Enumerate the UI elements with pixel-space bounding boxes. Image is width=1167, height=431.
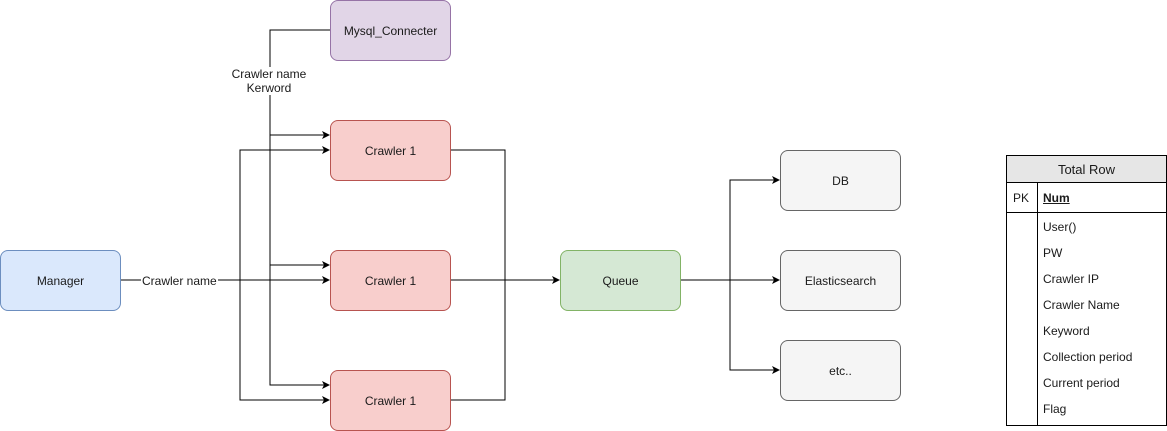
elasticsearch-node[interactable]: Elasticsearch (780, 250, 901, 311)
table-field: Crawler IP (1043, 272, 1100, 286)
edge-queue-to-etc (729, 280, 780, 374)
table-field: User() (1043, 220, 1077, 234)
table-field: Collection period (1043, 350, 1133, 364)
edge-manager-to-crawler-1 (239, 146, 330, 280)
db-node[interactable]: DB (780, 150, 901, 211)
edge-label-crawler-name: Crawler name (231, 67, 307, 81)
etc-node[interactable]: etc.. (780, 340, 901, 401)
edge-manager-to-crawler-3 (239, 280, 330, 404)
edge-label-mysql: Crawler name Kerword (222, 67, 316, 95)
edge-crawler-3-to-queue (451, 280, 506, 401)
manager-node[interactable]: Manager (0, 250, 121, 311)
table-field: PW (1043, 246, 1063, 260)
primary-key-row: PK Num (1007, 183, 1166, 213)
queue-node[interactable]: Queue (560, 250, 681, 311)
edge-label-kerword: Kerword (246, 81, 292, 95)
crawler-node-2[interactable]: Crawler 1 (330, 250, 451, 311)
edge-label-manager: Crawler name (141, 274, 218, 288)
edge-queue-to-db (729, 176, 780, 280)
column-divider (1037, 183, 1038, 425)
field-list: User() PW Crawler IP Crawler Name Keywor… (1007, 214, 1166, 422)
crawler-node-3[interactable]: Crawler 1 (330, 370, 451, 431)
total-row-table[interactable]: Total Row PK Num User() PW Crawler IP Cr… (1006, 155, 1167, 426)
edge-mysql-to-crawler-2 (269, 135, 330, 269)
crawler-node-1[interactable]: Crawler 1 (330, 120, 451, 181)
table-field: Current period (1043, 376, 1120, 390)
mysql-connecter-node[interactable]: Mysql_Connecter (330, 0, 451, 61)
table-field: Crawler Name (1043, 298, 1120, 312)
edge-crawler-1-to-queue (451, 149, 506, 280)
pk-label: PK (1013, 190, 1030, 205)
pk-field-name: Num (1043, 190, 1070, 205)
edge-mysql-to-crawler-3 (269, 265, 330, 389)
table-title: Total Row (1007, 156, 1166, 183)
table-field: Flag (1043, 402, 1067, 416)
table-field: Keyword (1043, 324, 1090, 338)
